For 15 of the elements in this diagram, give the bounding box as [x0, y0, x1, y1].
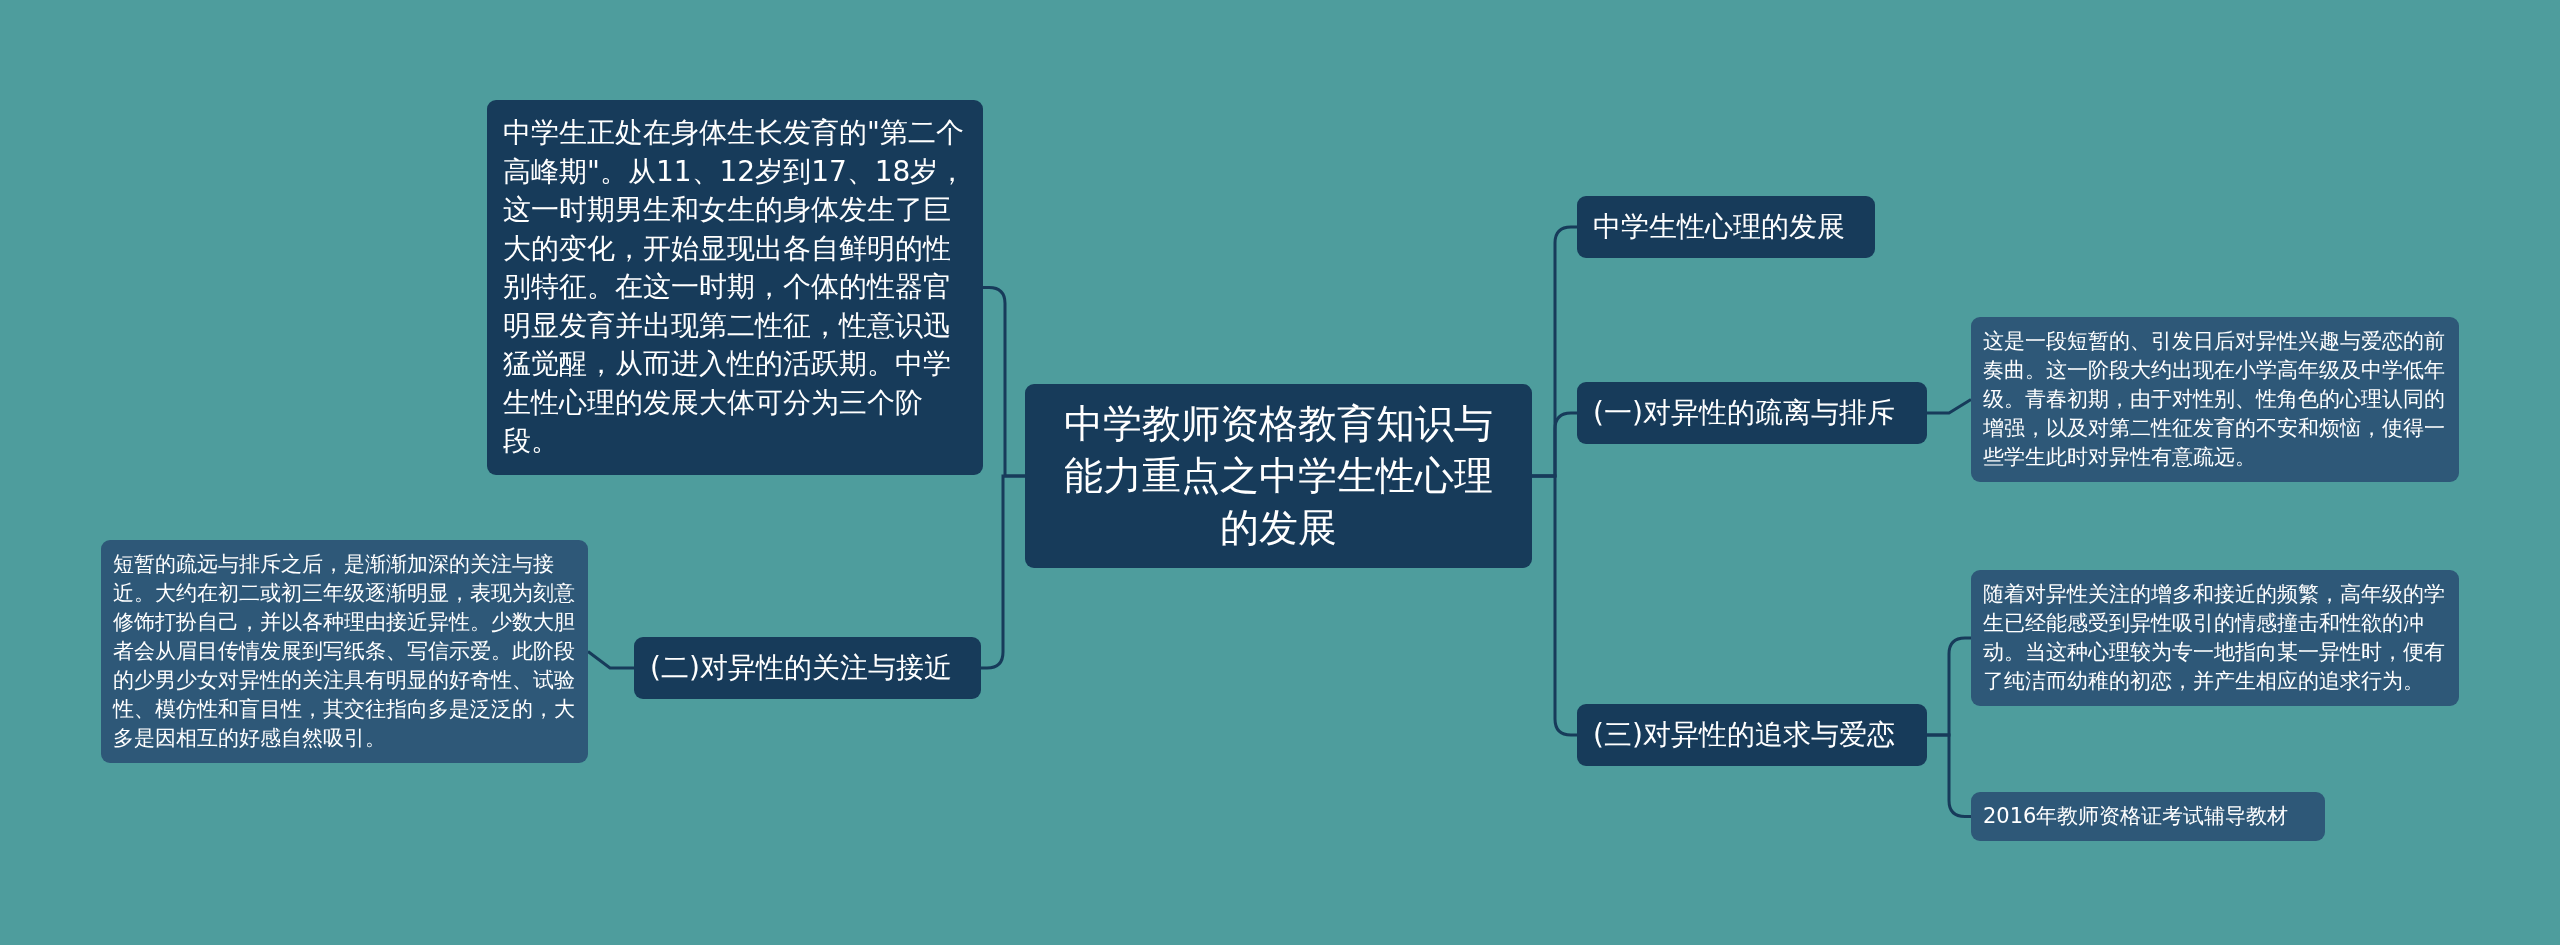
- note-box: 短暂的疏远与排斥之后，是渐渐加深的关注与接近。大约在初二或初三年级逐渐明显，表现为刻意修饰打扮自己，并以各种理由接近异性。少数大胆者会从眉目传情发展到写纸条、写信示爱。此阶段的少男少女对异性的关注具有明显的好奇性、试验性、模仿性和盲目性，其交往指向多是泛泛的，大多是因相互的好感自然吸引。: [101, 540, 588, 763]
- central-topic-box: 中学教师资格教育知识与能力重点之中学生性心理的发展: [1025, 384, 1532, 568]
- text-box: 中学生正处在身体生长发育的"第二个高峰期"。从11、12岁到17、18岁，这一时期男生和女生的身体发生了巨大的变化，开始显现出各自鲜明的性别特征。在这一时期，个体的性器官明显发育并出现第二性征，性意识迅猛觉醒，从而进入性的活跃期。中学生性心理的发展大体可分为三个阶段。: [487, 100, 983, 475]
- note-box: 2016年教师资格证考试辅导教材: [1971, 792, 2325, 841]
- connector-line: [1532, 474, 1577, 737]
- connector-line: [1927, 398, 1972, 415]
- connector-line: [1927, 733, 1971, 818]
- topic-box: (二)对异性的关注与接近: [634, 637, 981, 699]
- note-box: 随着对异性关注的增多和接近的频繁，高年级的学生已经能感受到异性吸引的情感撞击和性欲的冲动。当这种心理较为专一地指向某一异性时，便有了纯洁而幼稚的初恋，并产生相应的追求行为。: [1971, 570, 2459, 706]
- connector-line: [981, 474, 1025, 670]
- connector-line: [587, 650, 634, 670]
- note-box: 这是一段短暂的、引发日后对异性兴趣与爱恋的前奏曲。这一阶段大约出现在小学高年级及中学低年级。青春初期，由于对性别、性角色的心理认同的增强，以及对第二性征发育的不安和烦恼，使得一些学生此时对异性有意疏远。: [1971, 317, 2459, 482]
- topic-box: 中学生性心理的发展: [1577, 196, 1875, 258]
- topic-box: (一)对异性的疏离与排斥: [1577, 382, 1927, 444]
- topic-box: (三)对异性的追求与爱恋: [1577, 704, 1927, 766]
